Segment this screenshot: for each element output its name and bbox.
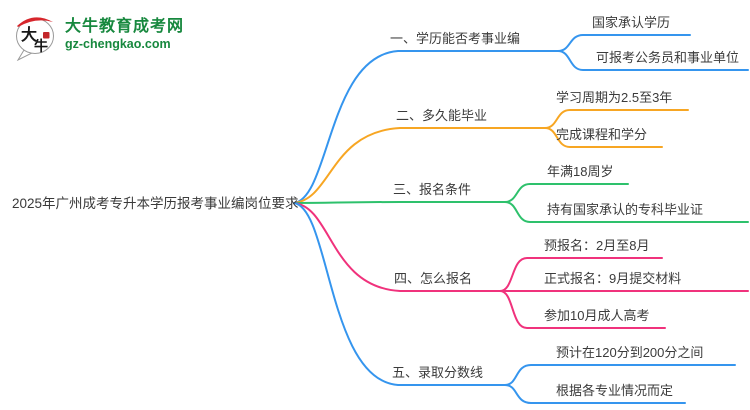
branch-5-lines <box>293 202 736 404</box>
branch-4-lines <box>293 202 749 329</box>
branch-4-child-3-label: 参加10月成人高考 <box>544 308 650 323</box>
branch-4-child-1-label: 预报名：2月至8月 <box>544 238 650 253</box>
branch-5-child-2-label: 根据各专业情况而定 <box>556 383 674 398</box>
root-node-label: 2025年广州成考专升本学历报考事业编岗位要求 <box>12 196 299 211</box>
branch-5-label: 五、录取分数线 <box>392 365 484 380</box>
branch-1-label: 一、学历能否考事业编 <box>390 31 521 46</box>
red-cap-shape <box>17 17 53 27</box>
branch-4-child-3-curve <box>499 290 666 329</box>
branch-2-child-2-curve <box>544 127 663 148</box>
site-logo: 大 牛 大牛教育成考网 gz-chengkao.com <box>12 9 184 61</box>
red-seal <box>43 32 50 39</box>
branch-3-child-1-curve <box>504 183 629 203</box>
branch-1-lines <box>293 34 749 204</box>
branch-5-child-1-curve <box>504 364 736 386</box>
branch-3-main-curve <box>293 201 506 204</box>
branch-2-lines <box>293 109 689 204</box>
branch-5-child-1-label: 预计在120分到200分之间 <box>556 345 704 360</box>
branch-1-child-2-curve <box>557 50 749 71</box>
branch-2-child-1-label: 学习周期为2.5至3年 <box>556 90 673 105</box>
branch-1-child-2-label: 可报考公务员和事业单位 <box>596 50 740 65</box>
branch-4-label: 四、怎么报名 <box>394 271 473 286</box>
branch-1-main-curve <box>293 50 559 204</box>
branch-5-main-curve <box>293 202 506 386</box>
branch-4-child-2-label: 正式报名：9月提交材料 <box>544 271 682 286</box>
logo-text-block: 大牛教育成考网 gz-chengkao.com <box>65 18 184 51</box>
site-url: gz-chengkao.com <box>65 36 171 51</box>
site-name: 大牛教育成考网 <box>65 18 185 36</box>
branch-2-label: 二、多久能毕业 <box>396 108 488 123</box>
icon-char-da: 大 <box>21 25 37 44</box>
branch-3-child-2-label: 持有国家承认的专科毕业证 <box>547 202 704 217</box>
branch-3-label: 三、报名条件 <box>393 182 472 197</box>
branch-4-child-1-curve <box>499 257 663 292</box>
branch-3-child-1-label: 年满18周岁 <box>547 164 614 179</box>
bull-logo-icon: 大 牛 <box>16 17 54 61</box>
branch-2-main-curve <box>293 127 546 204</box>
branch-4-main-curve <box>293 202 501 292</box>
branch-3-lines <box>293 183 749 223</box>
branch-1-child-1-label: 国家承认学历 <box>592 15 671 30</box>
icon-char-niu: 牛 <box>34 38 48 54</box>
branch-5-child-2-curve <box>504 384 686 404</box>
branch-3-child-2-curve <box>504 201 749 223</box>
branch-2-child-2-label: 完成课程和学分 <box>556 127 648 142</box>
branch-2-child-1-curve <box>544 109 689 129</box>
branch-1-child-1-curve <box>557 34 691 52</box>
